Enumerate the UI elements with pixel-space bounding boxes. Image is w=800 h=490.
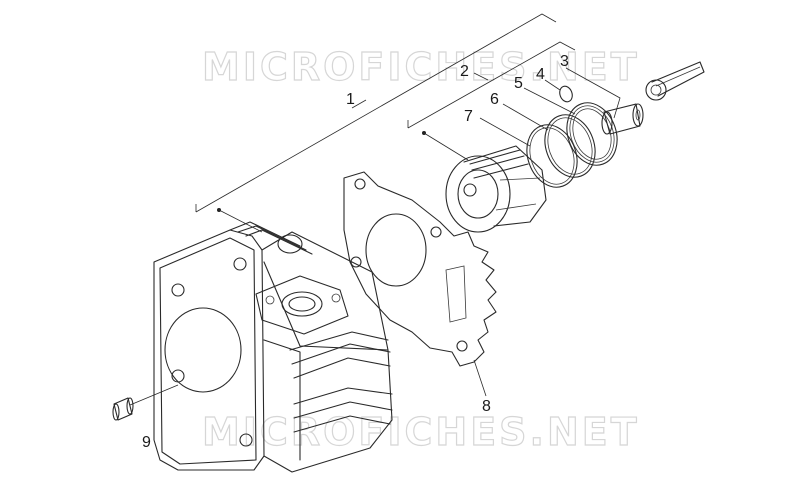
dowel-pin — [112, 397, 134, 421]
connecting-rod-end — [645, 61, 705, 101]
watermark-bottom: MICROFICHES.NET — [202, 410, 640, 454]
piston — [445, 145, 547, 233]
piston-pin — [601, 103, 644, 135]
bracket-assembly-2 — [407, 41, 576, 161]
watermark-top: MICROFICHES.NET — [202, 45, 640, 89]
callout-leaders — [129, 67, 621, 406]
callout-8: 8 — [482, 398, 491, 415]
callout-6: 6 — [490, 91, 499, 108]
circlip — [559, 85, 573, 103]
callout-2: 2 — [460, 63, 469, 80]
piston-ring-7 — [526, 124, 578, 188]
callout-4: 4 — [536, 66, 545, 83]
piston-ring-6 — [544, 114, 596, 178]
callout-9: 9 — [142, 434, 151, 451]
callout-1: 1 — [346, 91, 355, 108]
callout-5: 5 — [514, 75, 523, 92]
callout-3: 3 — [560, 53, 569, 70]
bracket-assembly-1 — [195, 13, 557, 233]
callout-7: 7 — [464, 108, 473, 125]
gasket — [343, 171, 497, 367]
piston-ring-5 — [566, 102, 618, 166]
cylinder — [153, 221, 393, 473]
